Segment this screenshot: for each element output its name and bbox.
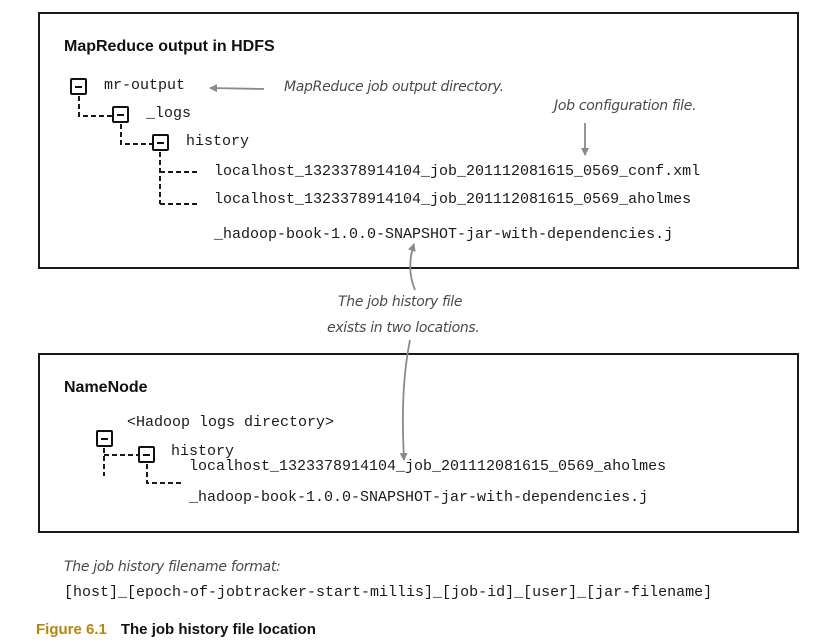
logs-directory[interactable]: <Hadoop logs directory> — [127, 414, 335, 431]
namenode-history-file-line-1[interactable]: localhost_1323378914104_job_201112081615… — [189, 458, 667, 475]
tree-item-mr-output[interactable]: mr-output — [104, 77, 186, 94]
namenode-panel-title: NameNode — [64, 379, 148, 396]
collapse-icon[interactable] — [70, 78, 87, 95]
figure-caption: Figure 6.1 The job history file location — [36, 621, 316, 638]
tree-item-logs[interactable]: _logs — [146, 105, 192, 122]
collapse-icon[interactable] — [96, 430, 113, 447]
tree-connector — [120, 124, 152, 145]
arrow-to-hdfs-history-file — [407, 243, 416, 291]
namenode-history-file-line-2: _hadoop-book-1.0.0-SNAPSHOT-jar-with-dep… — [189, 489, 649, 506]
history-file-line-2: _hadoop-book-1.0.0-SNAPSHOT-jar-with-dep… — [214, 226, 674, 243]
hdfs-panel-title: MapReduce output in HDFS — [64, 38, 275, 55]
figure-title: The job history file location — [120, 621, 316, 638]
collapse-icon[interactable] — [152, 134, 169, 151]
tree-connector — [78, 96, 112, 117]
annotation-conf-file: Job configuration file. — [554, 98, 697, 114]
collapse-icon[interactable] — [112, 106, 129, 123]
format-pattern: [host]_[epoch-of-jobtracker-start-millis… — [64, 584, 713, 601]
conf-file[interactable]: localhost_1323378914104_job_201112081615… — [214, 163, 701, 180]
annotation-output-dir: MapReduce job output directory. — [284, 79, 504, 95]
namenode-panel — [38, 353, 799, 533]
tree-item-history[interactable]: history — [186, 133, 250, 150]
arrow-to-mr-output — [209, 84, 265, 93]
tree-connector — [146, 464, 182, 484]
annotation-two-locations-line-2: exists in two locations. — [327, 320, 480, 336]
format-label: The job history filename format: — [64, 559, 281, 575]
figure-number: Figure 6.1 — [36, 621, 107, 638]
history-file-line-1[interactable]: localhost_1323378914104_job_201112081615… — [214, 191, 692, 208]
annotation-two-locations-line-1: The job history file — [338, 294, 463, 310]
tree-item-history[interactable]: history — [171, 443, 235, 460]
collapse-icon[interactable] — [138, 446, 155, 463]
arrow-to-namenode-history-file — [399, 339, 411, 461]
